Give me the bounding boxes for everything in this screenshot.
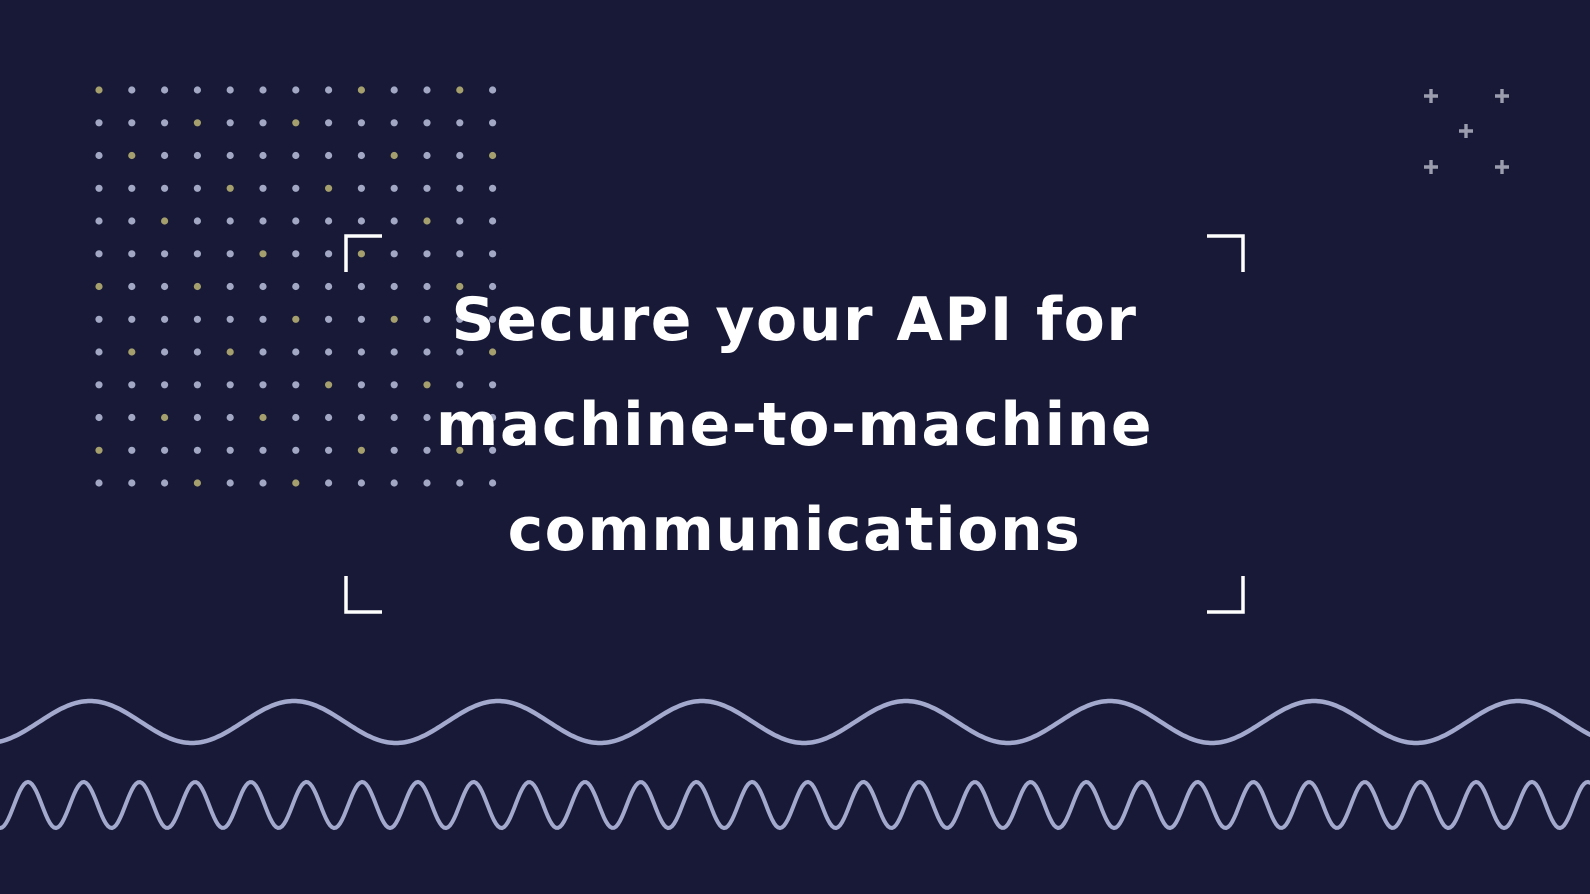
title-line-1: Secure your API for [451, 285, 1138, 355]
wave-bottom-icon [0, 779, 1590, 831]
dot-grid [95, 86, 497, 487]
page-title: Secure your API for machine-to-machine c… [346, 268, 1243, 583]
wave-top-icon [0, 698, 1590, 746]
corner-brackets [344, 234, 1245, 614]
title-line-3: communications [507, 495, 1082, 565]
title-line-2: machine-to-machine [435, 390, 1154, 460]
plus-marks [1424, 89, 1509, 174]
